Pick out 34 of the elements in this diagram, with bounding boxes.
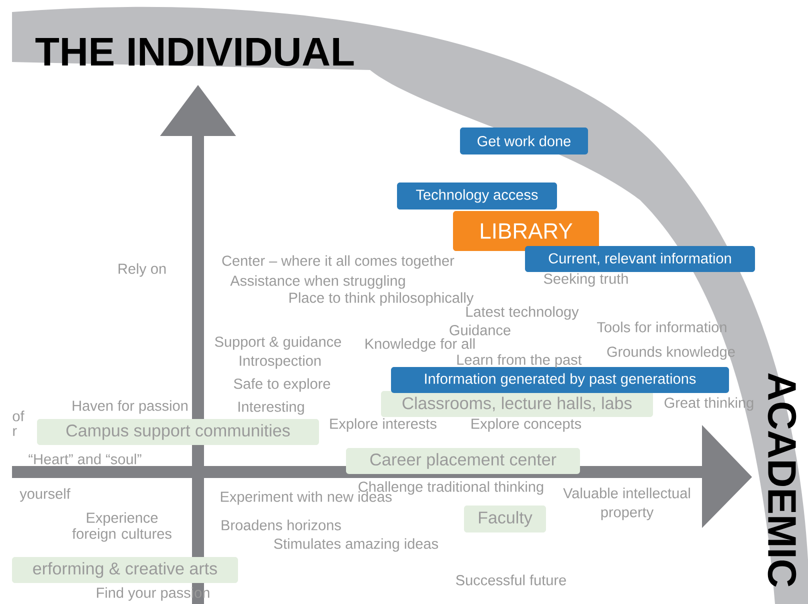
- library-box: LIBRARY: [453, 211, 599, 251]
- axis-title: ACADEMIC: [768, 373, 796, 587]
- text-label: Rely on: [118, 263, 166, 277]
- text-label: Safe to explore: [234, 378, 330, 392]
- tag-box: Current, relevant information: [525, 246, 755, 272]
- text-label: Assistance when struggling: [230, 275, 405, 289]
- text-label: Successful future: [456, 574, 566, 586]
- text-label: Place to think philosophically: [290, 292, 474, 306]
- place-box: Career placement center: [346, 448, 580, 474]
- axis-title: THE INDIVIDUAL: [35, 38, 354, 66]
- tag-box: Technology access: [397, 182, 557, 210]
- text-label: Stimulates amazing ideas: [274, 538, 438, 552]
- text-label: Explore concepts: [472, 418, 582, 432]
- text-label: r: [13, 428, 17, 436]
- place-box: erforming & creative arts: [12, 557, 238, 583]
- text-label: Support & guidance: [214, 336, 342, 350]
- text-label: Learn from the past: [457, 354, 582, 368]
- text-label: yourself: [20, 488, 70, 502]
- text-label: Introspection: [240, 355, 321, 369]
- text-label: property: [601, 508, 654, 520]
- text-label: Valuable intellectual: [563, 488, 690, 498]
- text-label: Latest technology: [466, 306, 579, 320]
- text-label: Knowledge for all: [366, 338, 475, 352]
- text-label: Guidance: [450, 324, 510, 336]
- place-box: Faculty: [464, 506, 546, 532]
- text-label: of: [12, 410, 24, 422]
- text-label: Experience foreign cultures: [72, 512, 172, 542]
- text-label: Center – where it all comes together: [222, 255, 454, 269]
- tag-box: Get work done: [460, 128, 588, 154]
- text-label: Broadens horizons: [222, 520, 341, 530]
- text-label: Seeking truth: [544, 273, 628, 287]
- place-box: Campus support communities: [37, 419, 319, 445]
- text-label: Explore interests: [330, 418, 436, 432]
- tag-box: Information generated by past generations: [391, 367, 729, 393]
